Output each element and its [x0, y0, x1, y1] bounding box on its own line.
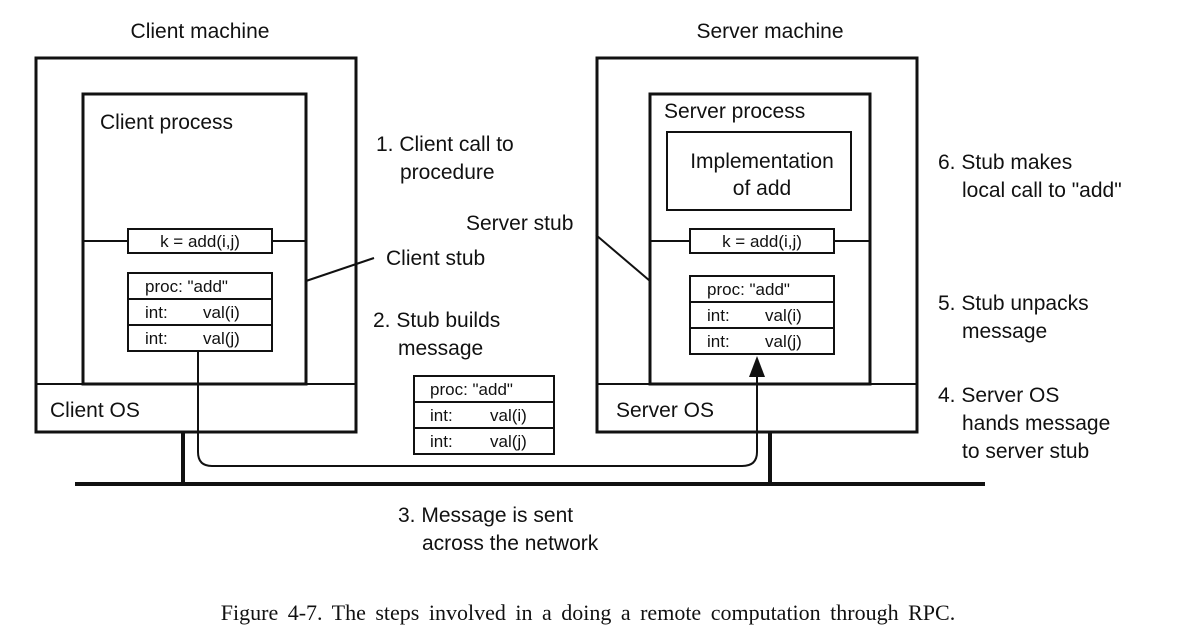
- figure-caption: Figure 4-7. The steps involved in a doin…: [221, 600, 955, 625]
- server-message: proc: "add" int: val(i) int: val(j): [689, 275, 835, 355]
- client-os-label: Client OS: [50, 399, 140, 422]
- client-message-box: [127, 272, 273, 352]
- step-6: 6. Stub makes local call to "add": [938, 151, 1122, 202]
- network-message-type: int:: [430, 406, 453, 425]
- implementation-line1: Implementation: [690, 150, 834, 173]
- client-message-value: val(j): [203, 329, 240, 348]
- client-call-label: k = add(i,j): [160, 232, 240, 251]
- client-message-type: int:: [145, 303, 168, 322]
- step-1: 1. Client call to procedure: [376, 133, 514, 184]
- step-3-line2: across the network: [422, 532, 599, 555]
- network-message: proc: "add" int: val(i) int: val(j): [413, 375, 555, 455]
- implementation-line2: of add: [733, 177, 791, 200]
- server-process-label: Server process: [664, 100, 805, 123]
- step-2-line2: message: [398, 337, 483, 360]
- step-3: 3. Message is sent across the network: [398, 504, 599, 555]
- server-message-value: val(i): [765, 306, 802, 325]
- server-stub-pointer: [595, 234, 651, 282]
- message-path: [197, 352, 758, 467]
- step-5-line2: message: [962, 320, 1047, 343]
- network-message-value: val(i): [490, 406, 527, 425]
- client-process-label: Client process: [100, 111, 233, 134]
- step-2-line1: 2. Stub builds: [373, 309, 500, 332]
- step-6-line1: 6. Stub makes: [938, 151, 1072, 174]
- network-message-proc: proc: "add": [430, 380, 513, 399]
- server-message-type: int:: [707, 332, 730, 351]
- client-machine-title: Client machine: [131, 20, 270, 43]
- server-message-proc: proc: "add": [707, 280, 790, 299]
- server-message-value: val(j): [765, 332, 802, 351]
- client-message: proc: "add" int: val(i) int: val(j): [127, 272, 273, 352]
- server-machine: Server machine Server OS Server process …: [466, 20, 919, 434]
- client-message-value: val(i): [203, 303, 240, 322]
- client-stub-label: Client stub: [386, 247, 485, 270]
- server-os-label: Server OS: [616, 399, 714, 422]
- server-call-label: k = add(i,j): [722, 232, 802, 251]
- step-1-line2: procedure: [400, 161, 495, 184]
- message-arrow-head: [749, 356, 765, 377]
- server-machine-title: Server machine: [696, 20, 843, 43]
- server-call-box: [689, 228, 835, 254]
- network-message-box: [413, 375, 555, 455]
- client-message-proc: proc: "add": [145, 277, 228, 296]
- client-machine: Client machine Client OS Client process …: [34, 20, 485, 434]
- step-6-line2: local call to "add": [962, 179, 1122, 202]
- server-message-type: int:: [707, 306, 730, 325]
- step-5-line1: 5. Stub unpacks: [938, 292, 1089, 315]
- step-4-line1: 4. Server OS: [938, 384, 1059, 407]
- server-stub-label: Server stub: [466, 212, 573, 235]
- client-call-box: [127, 228, 273, 254]
- client-stub-pointer: [305, 257, 375, 282]
- step-2: 2. Stub builds message: [373, 309, 500, 360]
- step-5: 5. Stub unpacks message: [938, 292, 1089, 343]
- step-1-line1: 1. Client call to: [376, 133, 514, 156]
- server-message-box: [689, 275, 835, 355]
- network-message-type: int:: [430, 432, 453, 451]
- client-message-type: int:: [145, 329, 168, 348]
- step-4-line2: hands message: [962, 412, 1110, 435]
- step-3-line1: 3. Message is sent: [398, 504, 573, 527]
- implementation-box: [666, 131, 852, 211]
- network-message-value: val(j): [490, 432, 527, 451]
- step-4-line3: to server stub: [962, 440, 1089, 463]
- step-4: 4. Server OS hands message to server stu…: [938, 384, 1110, 463]
